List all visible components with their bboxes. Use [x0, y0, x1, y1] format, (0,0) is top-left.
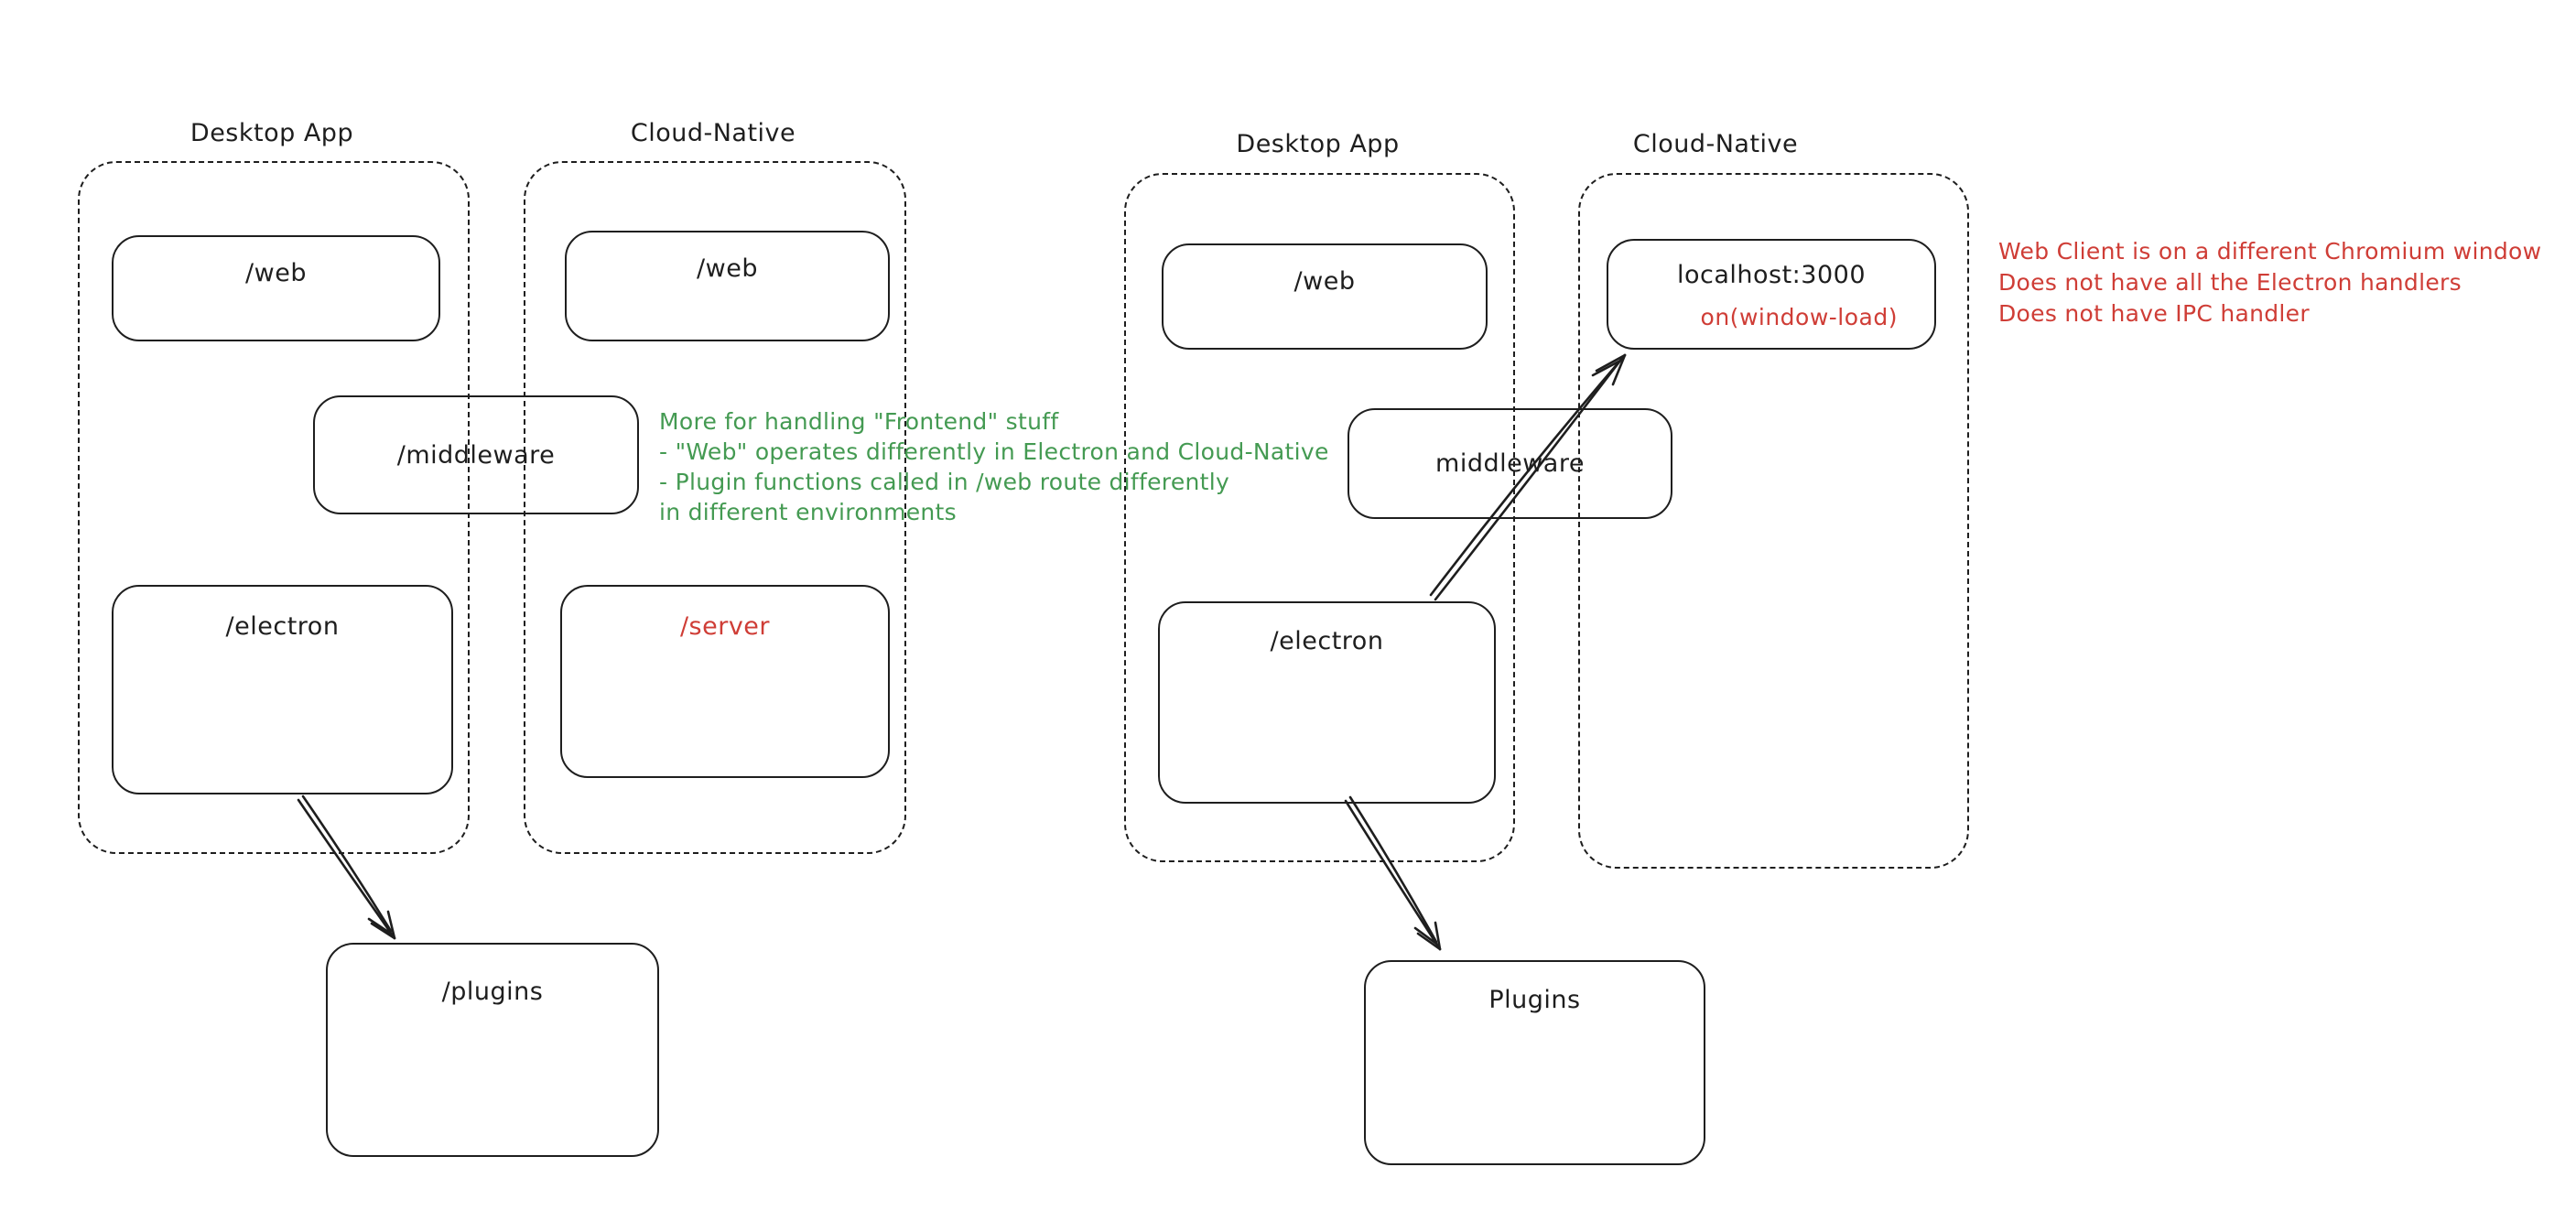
- red-note-line-1: Web Client is on a different Chromium wi…: [1998, 238, 2542, 265]
- right-middleware-box[interactable]: middleware: [1348, 408, 1672, 519]
- left-cloud-web-box[interactable]: /web: [565, 231, 890, 341]
- left-plugins-label: /plugins: [441, 978, 544, 1006]
- green-note-line-2: - "Web" operates differently in Electron…: [659, 438, 1329, 465]
- left-green-annotation[interactable]: More for handling "Frontend" stuff - "We…: [659, 406, 1329, 527]
- right-electron-box[interactable]: /electron: [1158, 601, 1496, 804]
- left-desktop-web-box[interactable]: /web: [112, 235, 440, 341]
- left-desktop-group-container[interactable]: [78, 161, 470, 854]
- right-plugins-box[interactable]: Plugins: [1364, 960, 1705, 1165]
- green-note-line-1: More for handling "Frontend" stuff: [659, 408, 1059, 435]
- left-electron-label: /electron: [225, 612, 340, 641]
- left-plugins-box[interactable]: /plugins: [326, 943, 659, 1157]
- left-cloud-group-label[interactable]: Cloud-Native: [630, 119, 796, 147]
- left-desktop-group-label[interactable]: Desktop App: [189, 119, 354, 147]
- right-web-label: /web: [1293, 267, 1356, 296]
- red-note-line-2: Does not have all the Electron handlers: [1998, 269, 2462, 296]
- left-electron-box[interactable]: /electron: [112, 585, 453, 794]
- red-note-line-3: Does not have IPC handler: [1998, 300, 2310, 327]
- right-window-load-label: on(window-load): [1700, 304, 1898, 330]
- left-desktop-web-label: /web: [245, 259, 307, 287]
- left-middleware-label: /middleware: [396, 440, 556, 470]
- left-server-box[interactable]: /server: [560, 585, 890, 778]
- right-red-annotation[interactable]: Web Client is on a different Chromium wi…: [1998, 236, 2541, 330]
- right-middleware-label: middleware: [1435, 449, 1585, 478]
- right-electron-label: /electron: [1270, 627, 1384, 655]
- green-note-line-3: - Plugin functions called in /web route …: [659, 469, 1230, 495]
- right-desktop-group-label[interactable]: Desktop App: [1236, 130, 1400, 158]
- right-localhost-label: localhost:3000: [1676, 261, 1866, 289]
- right-localhost-box[interactable]: localhost:3000 on(window-load): [1607, 239, 1936, 350]
- left-cloud-web-label: /web: [697, 254, 758, 283]
- left-cloud-group-container[interactable]: [524, 161, 906, 854]
- right-plugins-label: Plugins: [1488, 986, 1581, 1014]
- right-web-box[interactable]: /web: [1162, 243, 1488, 350]
- green-note-line-4: in different environments: [659, 499, 957, 525]
- left-server-label: /server: [679, 612, 771, 641]
- left-middleware-box[interactable]: /middleware: [313, 395, 639, 514]
- right-cloud-group-label[interactable]: Cloud-Native: [1632, 130, 1799, 158]
